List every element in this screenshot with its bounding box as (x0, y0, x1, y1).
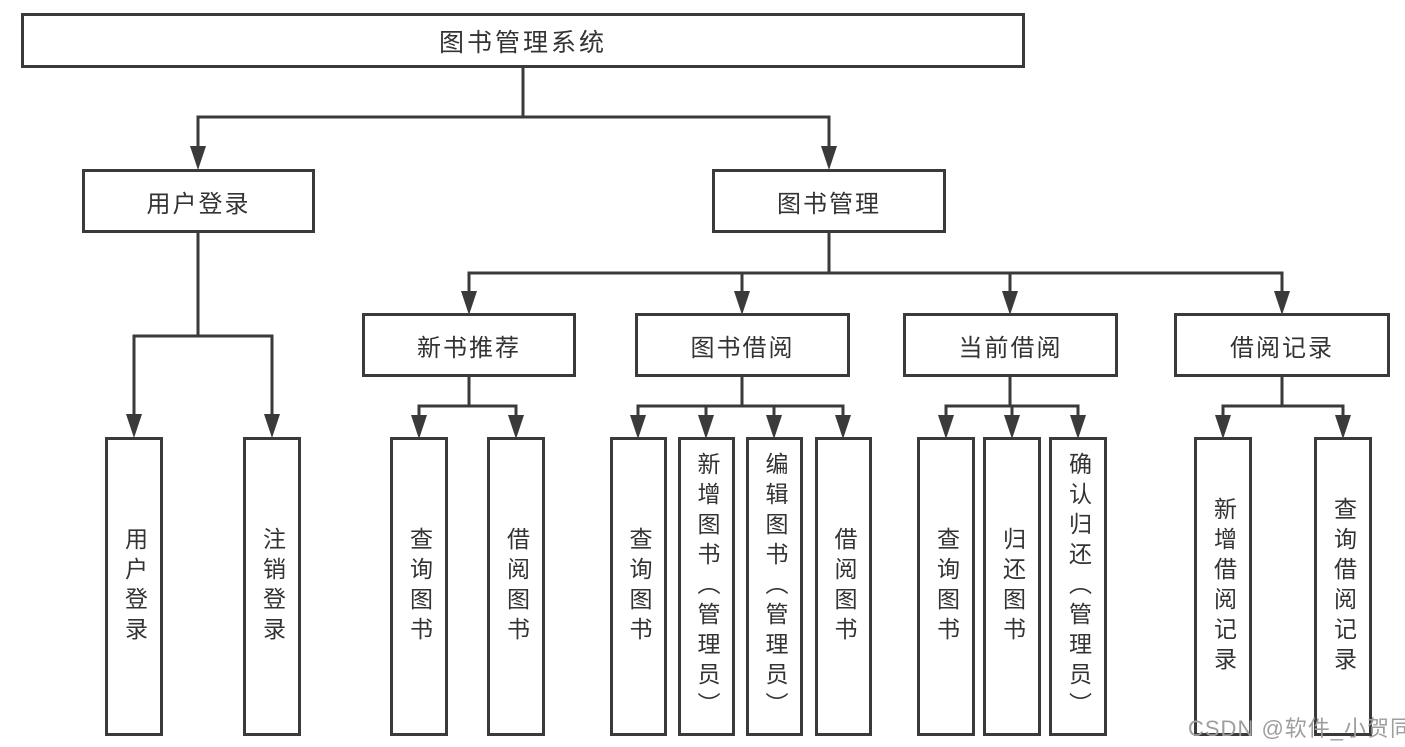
node-book-borrowing: 图书借阅 (635, 313, 850, 377)
leaf-logout-login: 注销登录 (243, 437, 301, 736)
node-label: 查询图书 (406, 526, 433, 647)
node-borrowing-records: 借阅记录 (1174, 313, 1390, 377)
arrowhead (630, 415, 646, 439)
connector-user-login-split (126, 233, 280, 438)
leaf-edit-books-admin: 编辑图书（管理员） (746, 437, 803, 736)
leaf-query-books-current: 查询图书 (917, 437, 975, 736)
arrowhead (766, 415, 782, 439)
leaf-query-books-recommend: 查询图书 (390, 437, 448, 736)
leaf-add-borrow-record: 新增借阅记录 (1194, 437, 1252, 736)
arrowhead (190, 146, 206, 170)
connector-current-borrowing-split (938, 377, 1086, 439)
leaf-borrow-books-recommend: 借阅图书 (487, 437, 545, 736)
leaf-borrow-books-borrowing: 借阅图书 (815, 437, 872, 736)
leaf-query-borrow-record: 查询借阅记录 (1314, 437, 1372, 736)
node-label: 新增借阅记录 (1210, 496, 1237, 677)
watermark: CSDN @软件_小贺同学 (1188, 716, 1405, 741)
node-label: 借阅记录 (1230, 334, 1334, 362)
node-label: 借阅图书 (831, 526, 857, 647)
node-label: 图书借阅 (690, 334, 795, 362)
node-label: 编辑图书（管理员） (762, 451, 788, 722)
leaf-query-books-borrowing: 查询图书 (610, 437, 667, 736)
node-label: 图书管理系统 (438, 28, 607, 57)
node-label: 注销登录 (259, 526, 286, 647)
arrowhead (126, 414, 142, 438)
arrowhead (1002, 291, 1018, 315)
node-book-management: 图书管理 (712, 169, 946, 233)
arrowhead (264, 414, 280, 438)
connector-book-borrowing-split (630, 377, 851, 439)
node-label: 查询借阅记录 (1330, 496, 1357, 677)
leaf-return-books: 归还图书 (983, 437, 1041, 736)
arrowhead (508, 415, 524, 439)
arrowhead (698, 415, 714, 439)
leaf-add-books-admin: 新增图书（管理员） (678, 437, 735, 736)
node-label: 新书推荐 (417, 334, 521, 362)
leaf-confirm-return-admin: 确认归还（管理员） (1049, 437, 1107, 736)
connector-root-split (190, 68, 837, 170)
node-label: 归还图书 (999, 526, 1026, 647)
node-label: 查询图书 (626, 526, 652, 647)
node-label: 图书管理 (777, 190, 881, 218)
node-new-book-recommendation: 新书推荐 (362, 313, 576, 377)
arrowhead (734, 291, 750, 315)
arrowhead (938, 415, 954, 439)
node-library-management-system: 图书管理系统 (21, 13, 1025, 68)
arrowhead (821, 146, 837, 170)
node-label: 借阅图书 (503, 526, 530, 647)
arrowhead (1215, 415, 1231, 439)
connector-book-management-split (461, 233, 1290, 315)
arrowhead (835, 415, 851, 439)
connector-borrowing-records-split (1215, 377, 1351, 439)
node-label: 用户登录 (121, 526, 148, 647)
connector-new-book-split (411, 377, 524, 439)
arrowhead (1274, 291, 1290, 315)
arrowhead (411, 415, 427, 439)
node-label: 确认归还（管理员） (1065, 451, 1092, 722)
node-current-borrowing: 当前借阅 (903, 313, 1118, 377)
node-user-login: 用户登录 (82, 169, 315, 233)
leaf-user-login: 用户登录 (105, 437, 163, 736)
node-label: 查询图书 (933, 526, 960, 647)
arrowhead (461, 291, 477, 315)
node-label: 用户登录 (146, 190, 251, 218)
arrowhead (1004, 415, 1020, 439)
arrowhead (1335, 415, 1351, 439)
node-label: 新增图书（管理员） (694, 451, 720, 722)
arrowhead (1070, 415, 1086, 439)
node-label: 当前借阅 (958, 334, 1063, 362)
